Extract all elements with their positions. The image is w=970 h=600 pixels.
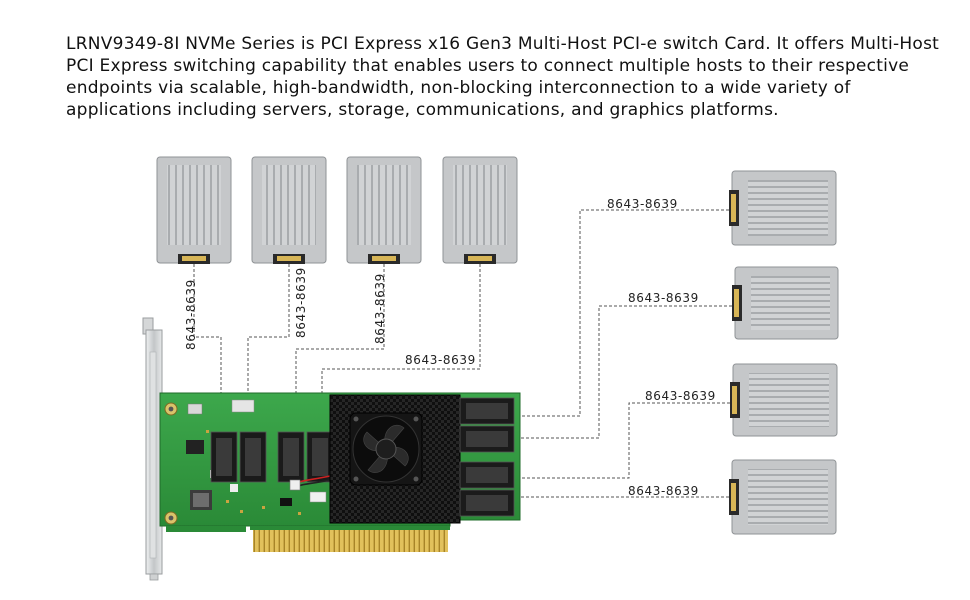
cable-line-top-2 [247,264,290,398]
external-connector-4 [459,489,515,517]
cable-label-right-3: 8643-8639 [645,389,716,403]
ssd-top-3 [346,156,422,264]
ssd-right-2 [732,266,839,340]
cable-line-right-1 [513,209,729,417]
cable-line-top-4 [321,264,481,398]
pcie-switch-card [142,317,521,581]
onboard-connector-1 [210,431,238,483]
cable-label-top-1: 8643-8639 [184,279,198,350]
ssd-top-4 [442,156,518,264]
ssd-top-2 [251,156,327,264]
external-connector-1 [459,397,515,425]
onboard-connector-2 [239,431,267,483]
cable-line-top-1 [193,264,222,398]
cable-label-right-4: 8643-8639 [628,484,699,498]
cable-lines [193,209,732,498]
onboard-connector-3 [277,431,305,483]
cable-line-top-3 [295,264,385,398]
cable-line-right-3 [513,402,730,479]
cable-label-top-4: 8643-8639 [405,353,476,367]
cable-label-right-1: 8643-8639 [607,197,678,211]
onboard-connector-4 [306,431,334,483]
cable-label-top-2: 8643-8639 [294,267,308,338]
cable-line-right-2 [513,305,732,439]
product-description: LRNV9349-8I NVMe Series is PCI Express x… [66,34,940,120]
ssd-right-4 [729,459,837,535]
cooling-fan [349,412,423,486]
external-connector-2 [459,425,515,453]
ssd-right-3 [730,363,838,437]
pcie-gold-fingers [253,530,448,552]
ssd-right-1 [729,170,837,246]
cable-label-right-2: 8643-8639 [628,291,699,305]
mounting-bracket [142,317,163,581]
external-connector-3 [459,461,515,489]
ssd-top-1 [156,156,232,264]
cable-label-top-3: 8643-8639 [373,273,387,344]
